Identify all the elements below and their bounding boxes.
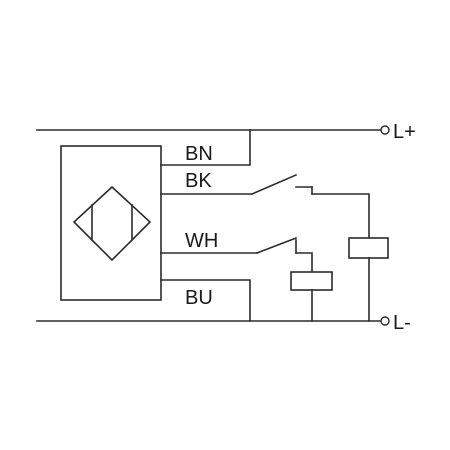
l-minus-label: L- xyxy=(393,312,411,334)
bn-label: BN xyxy=(185,143,213,165)
bu-label: BU xyxy=(185,287,213,309)
bu-wire xyxy=(160,279,251,322)
l-plus-label: L+ xyxy=(393,121,416,143)
wh-output-line xyxy=(160,236,313,273)
wh-load-relay xyxy=(290,271,333,291)
l-minus-terminal xyxy=(380,316,390,326)
bn-wire xyxy=(160,129,251,166)
wh-label: WH xyxy=(185,230,218,252)
sensor-symbol-icon xyxy=(72,185,152,262)
bk-label: BK xyxy=(185,170,212,192)
bk-load-relay xyxy=(348,237,389,259)
l-plus-terminal xyxy=(380,125,390,135)
bk-output-line xyxy=(160,173,370,239)
